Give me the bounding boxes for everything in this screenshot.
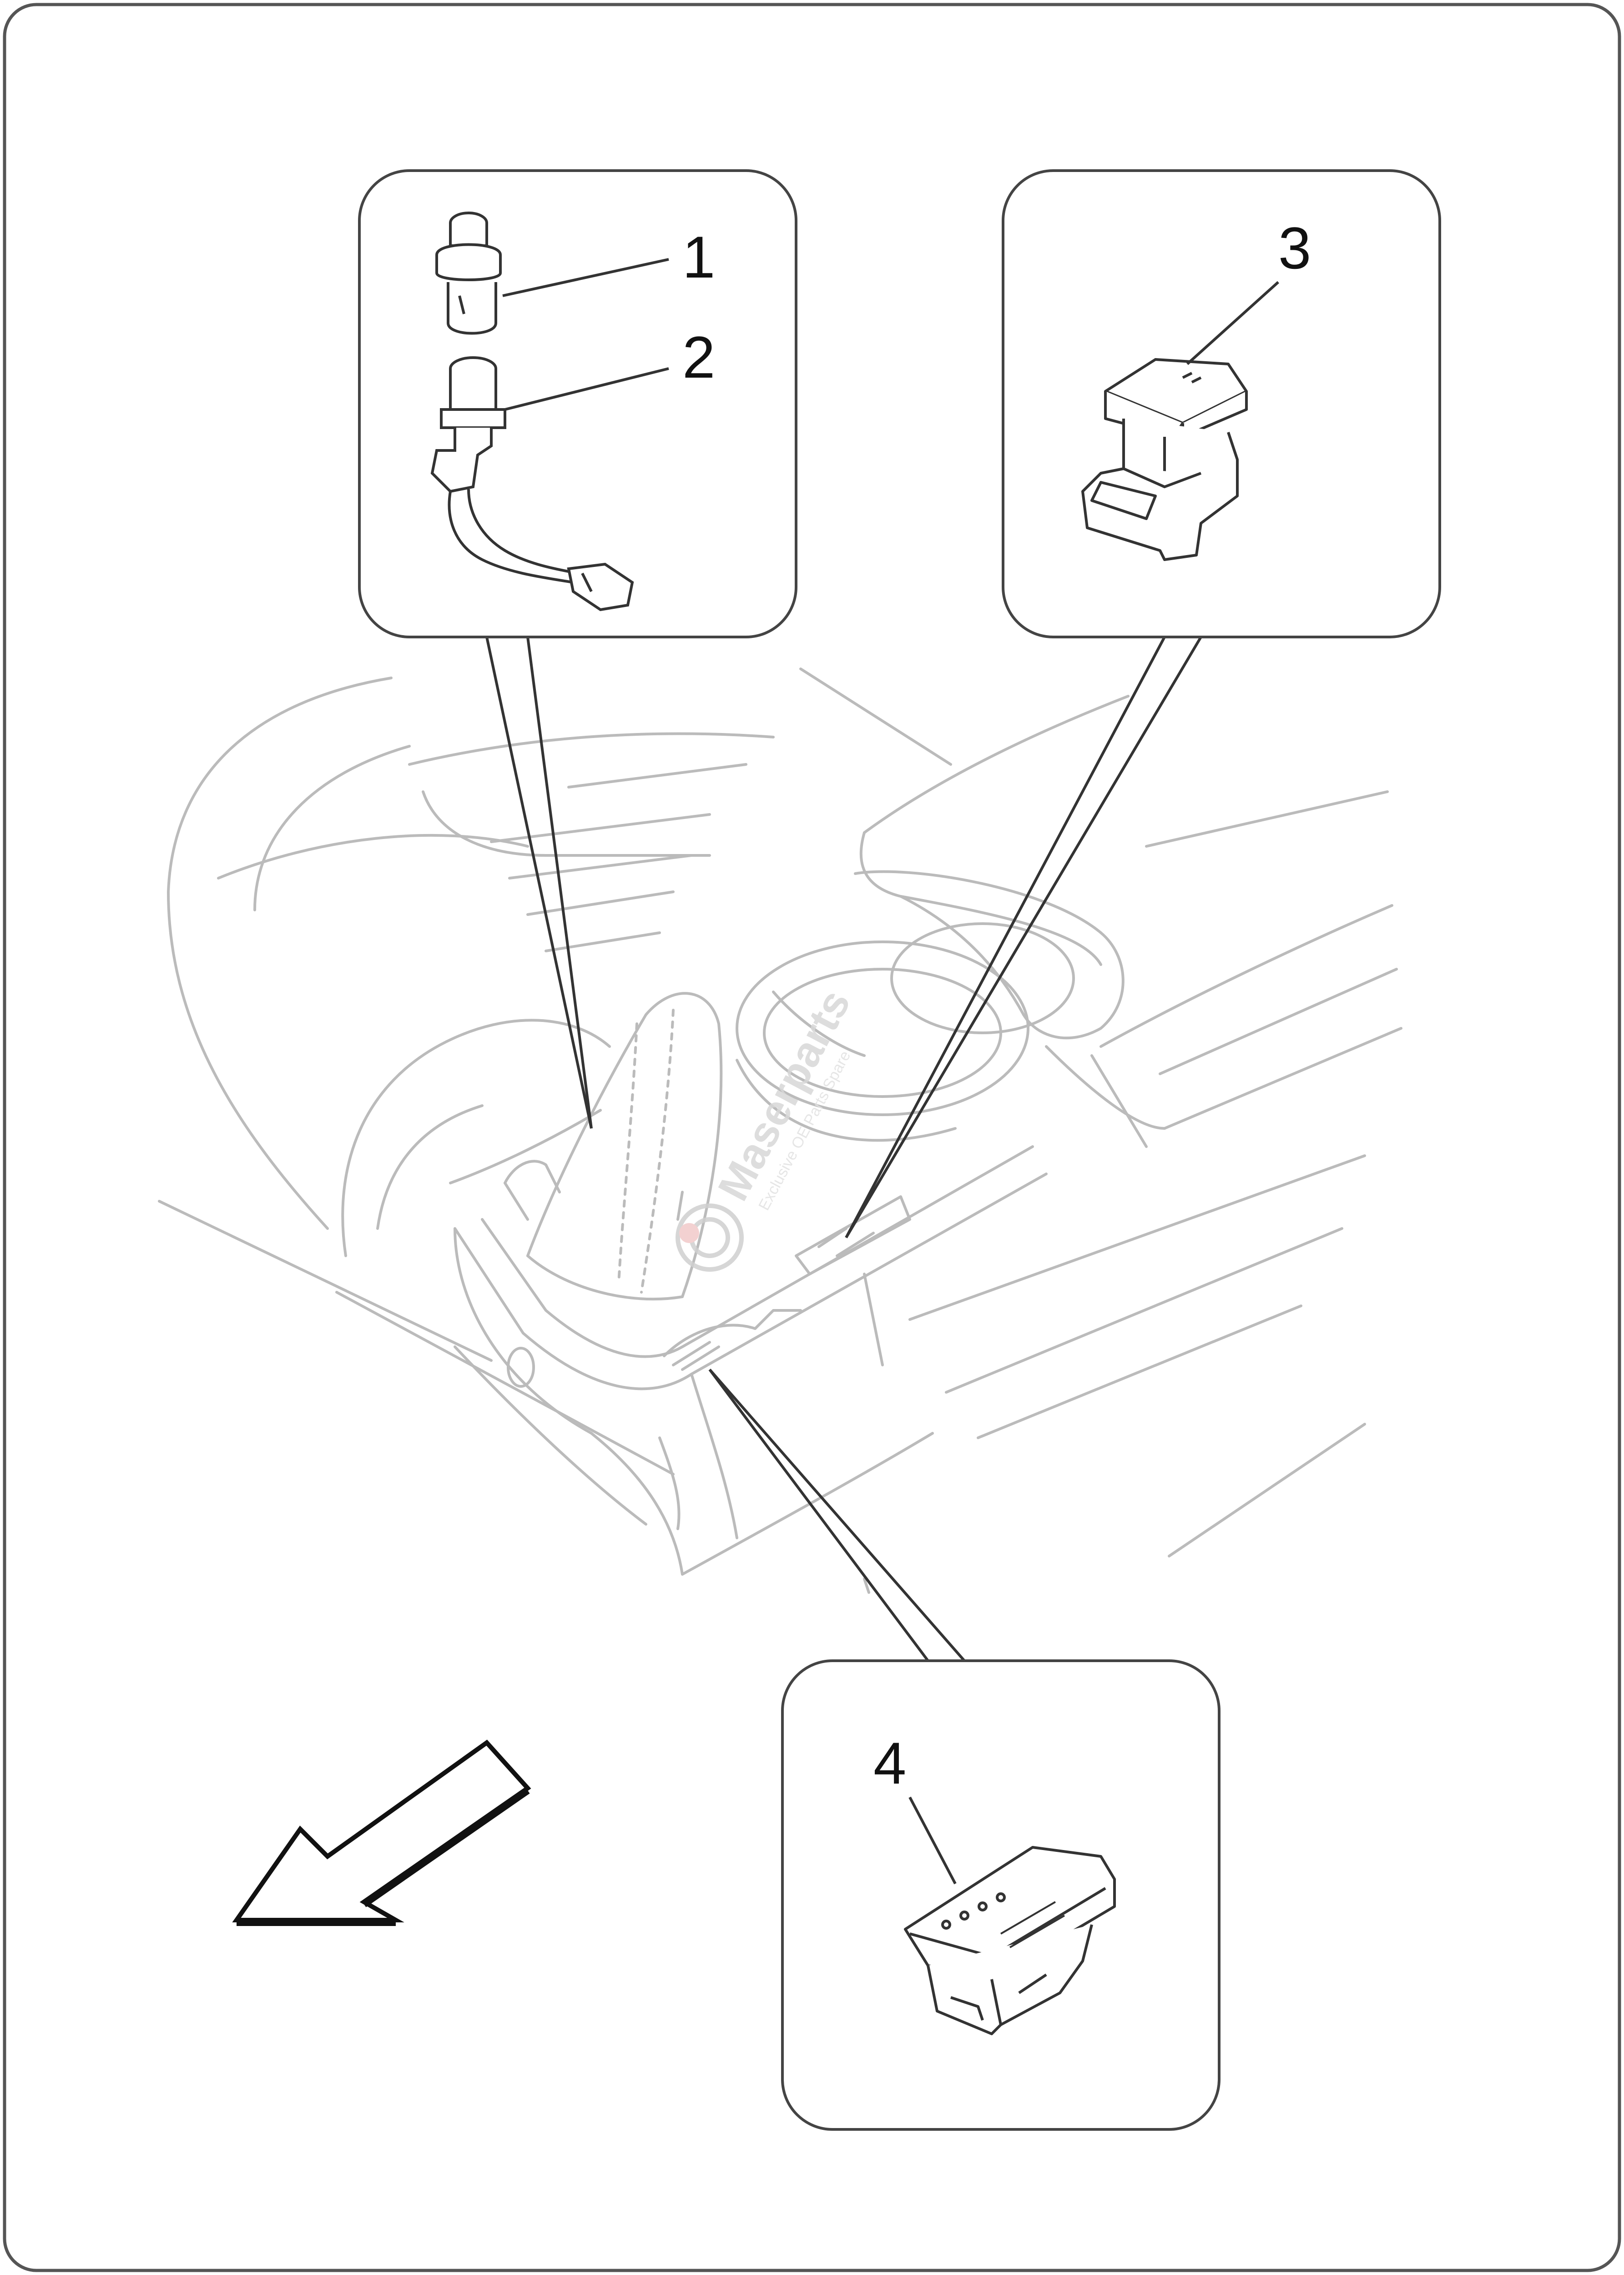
callout-label-3: 3: [1278, 215, 1311, 281]
leader-4: [908, 1796, 957, 1885]
callout-label-2: 2: [682, 324, 715, 390]
leader-2: [504, 367, 669, 411]
leader-1: [502, 258, 669, 297]
part-3-selector-module: [1081, 358, 1248, 561]
direction-arrow-icon: [232, 1739, 531, 1926]
callout-label-4: 4: [873, 1730, 906, 1796]
center-console-drawing: [158, 667, 1402, 1594]
callout-box-4: 4: [781, 1659, 1221, 2131]
part-2-socket-harness: [430, 356, 634, 612]
callout-label-1: 1: [682, 224, 715, 290]
leader-3: [1186, 281, 1280, 365]
callout-box-3: 3: [1002, 169, 1441, 638]
callout-box-1-2: 1 2: [358, 169, 797, 638]
part-1-bulb: [435, 212, 502, 335]
part-4-switch-panel: [904, 1846, 1116, 2035]
leader-lines: [485, 636, 1202, 1662]
